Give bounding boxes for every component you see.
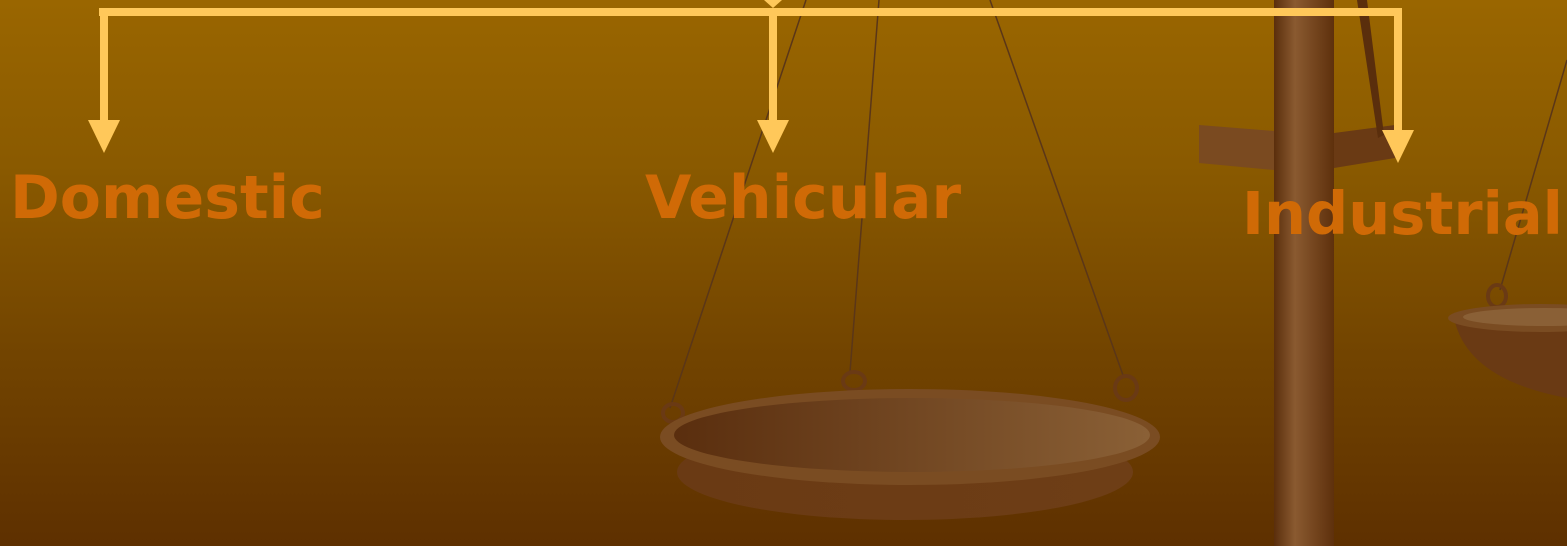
balance-post [1274, 0, 1334, 546]
label-domestic: Domestic [10, 168, 325, 228]
balance-crossbar [1199, 125, 1274, 170]
label-industrial: Industrial [1242, 184, 1563, 243]
label-vehicular: Vehicular [645, 168, 961, 228]
arrow-to-vehicular [757, 120, 789, 153]
scale-pan-center [660, 389, 1160, 520]
arrow-to-domestic [88, 120, 120, 153]
